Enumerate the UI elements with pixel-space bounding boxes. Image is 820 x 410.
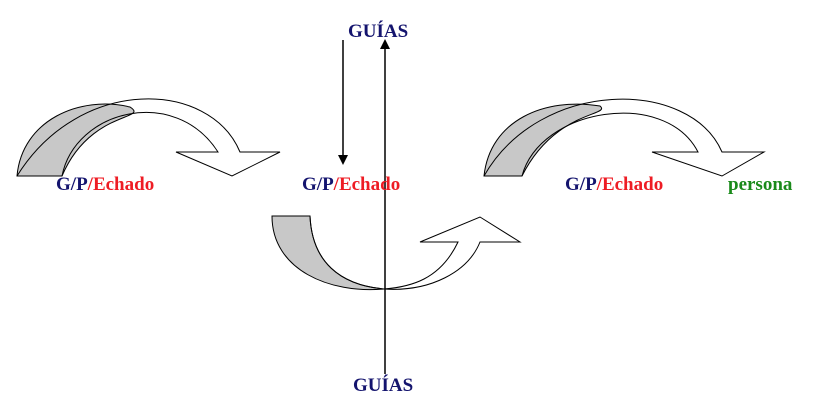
- node-1-echado: Echado: [92, 174, 155, 195]
- curved-arrow-1: [16, 98, 281, 177]
- node-2-p: P: [322, 174, 334, 195]
- bottom-guias-label: GUÍAS: [353, 375, 414, 396]
- node-1-p: P: [76, 174, 88, 195]
- node-1-sep1: /: [70, 174, 77, 195]
- node-3-sep1: /: [579, 174, 586, 195]
- top-guias-label: GUÍAS: [348, 21, 409, 42]
- curved-arrow-2: [271, 215, 522, 291]
- node-2: G/P/Echado: [302, 174, 400, 196]
- node-3-sep2: /: [596, 174, 602, 195]
- curved-arrow-3: [483, 98, 766, 177]
- node-2-sep1: /: [316, 174, 323, 195]
- node-3-p: P: [585, 174, 597, 195]
- node-2-g: G: [302, 174, 317, 195]
- node-1-sep2: /: [87, 174, 93, 195]
- node-3-g: G: [565, 174, 580, 195]
- node-3: G/P/Echado: [565, 174, 663, 196]
- node-2-echado: Echado: [338, 174, 401, 195]
- node-3-echado: Echado: [601, 174, 664, 195]
- node-1: G/P/Echado: [56, 174, 154, 196]
- persona-label: persona: [728, 174, 793, 195]
- node-1-g: G: [56, 174, 71, 195]
- node-2-sep2: /: [333, 174, 339, 195]
